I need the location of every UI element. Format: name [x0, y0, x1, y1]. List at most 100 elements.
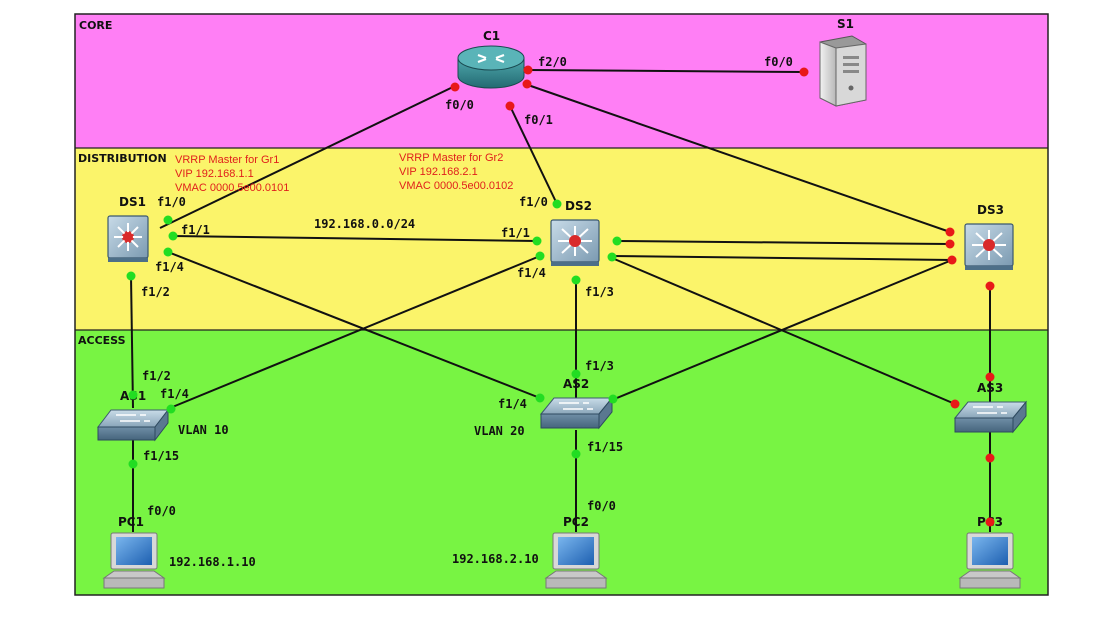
as3-label: AS3	[977, 381, 1003, 395]
port-dot-up	[535, 251, 545, 261]
link-ds1-as1	[130, 275, 134, 409]
port-dot-down	[799, 67, 809, 77]
link-c1-s1	[527, 69, 805, 73]
vrrp-gr1-line3: VMAC 0000.5e00.0101	[175, 182, 289, 194]
port-label: f0/0	[147, 504, 176, 518]
port-label: f0/1	[524, 113, 553, 127]
port-dot-up	[532, 236, 542, 246]
port-label: f1/3	[585, 359, 614, 373]
port-dot-down	[505, 101, 515, 111]
link-c1-ds1	[159, 85, 456, 229]
port-label: f1/15	[143, 449, 179, 463]
port-dot-up	[166, 404, 176, 414]
port-label: f0/0	[764, 55, 793, 69]
port-dot-up	[126, 271, 136, 281]
port-dot-down	[950, 399, 960, 409]
pc2-ip-label: 192.168.2.10	[452, 552, 539, 566]
links	[130, 69, 991, 532]
pc1-label: PC1	[118, 515, 144, 529]
port-dot-up	[535, 393, 545, 403]
port-label: f1/3	[585, 285, 614, 299]
port-dot-down	[985, 517, 995, 527]
port-dot-up	[163, 247, 173, 257]
port-dot-up	[128, 459, 138, 469]
vrrp-note-gr2: VRRP Master for Gr2 VIP 192.168.2.1 VMAC…	[399, 152, 513, 192]
ds3-label: DS3	[977, 203, 1004, 217]
port-dot-down	[985, 453, 995, 463]
network-subnet-label: 192.168.0.0/24	[314, 217, 415, 231]
switch-as3[interactable]: AS3	[953, 381, 1028, 434]
s1-label: S1	[837, 17, 854, 31]
port-dot-up	[128, 390, 138, 400]
port-label: f1/4	[498, 397, 527, 411]
port-labels: f2/0 f0/0 f0/0 f0/1 f1/0 f1/1 f1/4 f1/2 …	[141, 55, 793, 518]
port-dots	[126, 65, 995, 527]
port-dot-down	[945, 227, 955, 237]
ds2-label: DS2	[565, 199, 592, 213]
link-ds2-as3	[611, 257, 956, 405]
router-c1[interactable]: C1	[457, 29, 525, 89]
multilayer-switch-ds3[interactable]: DS3	[964, 203, 1014, 270]
port-label: f1/2	[141, 285, 170, 299]
port-dot-down	[523, 65, 533, 75]
port-label: f1/15	[587, 440, 623, 454]
pc2-label: PC2	[563, 515, 589, 529]
port-dot-up	[608, 394, 618, 404]
c1-label: C1	[483, 29, 500, 43]
port-dot-up	[571, 369, 581, 379]
port-dot-down	[985, 372, 995, 382]
link-ds1-ds2	[172, 235, 538, 242]
port-dot-up	[571, 275, 581, 285]
port-label: f2/0	[538, 55, 567, 69]
switch-icon	[96, 408, 170, 442]
port-dot-down	[945, 239, 955, 249]
vrrp-note-gr1: VRRP Master for Gr1 VIP 192.168.1.1 VMAC…	[175, 154, 289, 194]
zone-core	[75, 14, 1048, 148]
port-label: f0/0	[445, 98, 474, 112]
port-label: f1/4	[517, 266, 546, 280]
multilayer-switch-icon	[107, 215, 149, 262]
link-c1-ds3	[527, 84, 951, 233]
vrrp-gr2-line2: VIP 192.168.2.1	[399, 166, 478, 178]
port-dot-up	[168, 231, 178, 241]
port-label: f1/1	[181, 223, 210, 237]
multilayer-switch-ds1[interactable]: DS1	[107, 195, 149, 262]
port-dot-down	[522, 79, 532, 89]
port-label: f1/1	[501, 226, 530, 240]
server-s1[interactable]: S1	[819, 17, 867, 107]
port-label: f1/4	[155, 260, 184, 274]
zone-access-label: ACCESS	[78, 334, 126, 347]
port-label: f1/2	[142, 369, 171, 383]
port-dot-up	[571, 449, 581, 459]
port-dot-up	[552, 199, 562, 209]
port-label: f0/0	[587, 499, 616, 513]
as2-label: AS2	[563, 377, 589, 391]
port-label: f1/0	[519, 195, 548, 209]
zone-core-label: CORE	[79, 19, 112, 32]
pc1-ip-label: 192.168.1.10	[169, 555, 256, 569]
link-ds1-as2	[167, 251, 541, 399]
link-ds2-ds3	[616, 240, 951, 245]
pc-icon	[544, 532, 608, 589]
switch-as2[interactable]: AS2	[539, 377, 614, 430]
link-ds2-as1	[169, 255, 541, 409]
port-dot-up	[607, 252, 617, 262]
pc-pc1[interactable]: PC1	[102, 515, 166, 589]
port-dot-down	[450, 82, 460, 92]
port-label: f1/4	[160, 387, 189, 401]
port-dot-down	[985, 281, 995, 291]
vrrp-gr1-line2: VIP 192.168.1.1	[175, 168, 254, 180]
link-ds2-ds3-b	[611, 255, 953, 261]
zone-distribution-label: DISTRIBUTION	[78, 152, 167, 165]
vrrp-gr2-line1: VRRP Master for Gr2	[399, 152, 503, 164]
pc-icon	[102, 532, 166, 589]
pc-pc2[interactable]: PC2	[544, 515, 608, 589]
multilayer-switch-ds2[interactable]: DS2	[550, 199, 600, 266]
port-dot-down	[947, 255, 957, 265]
server-icon	[819, 35, 867, 107]
router-icon	[457, 45, 525, 89]
switch-icon	[539, 396, 614, 430]
vrrp-gr1-line1: VRRP Master for Gr1	[175, 154, 279, 166]
